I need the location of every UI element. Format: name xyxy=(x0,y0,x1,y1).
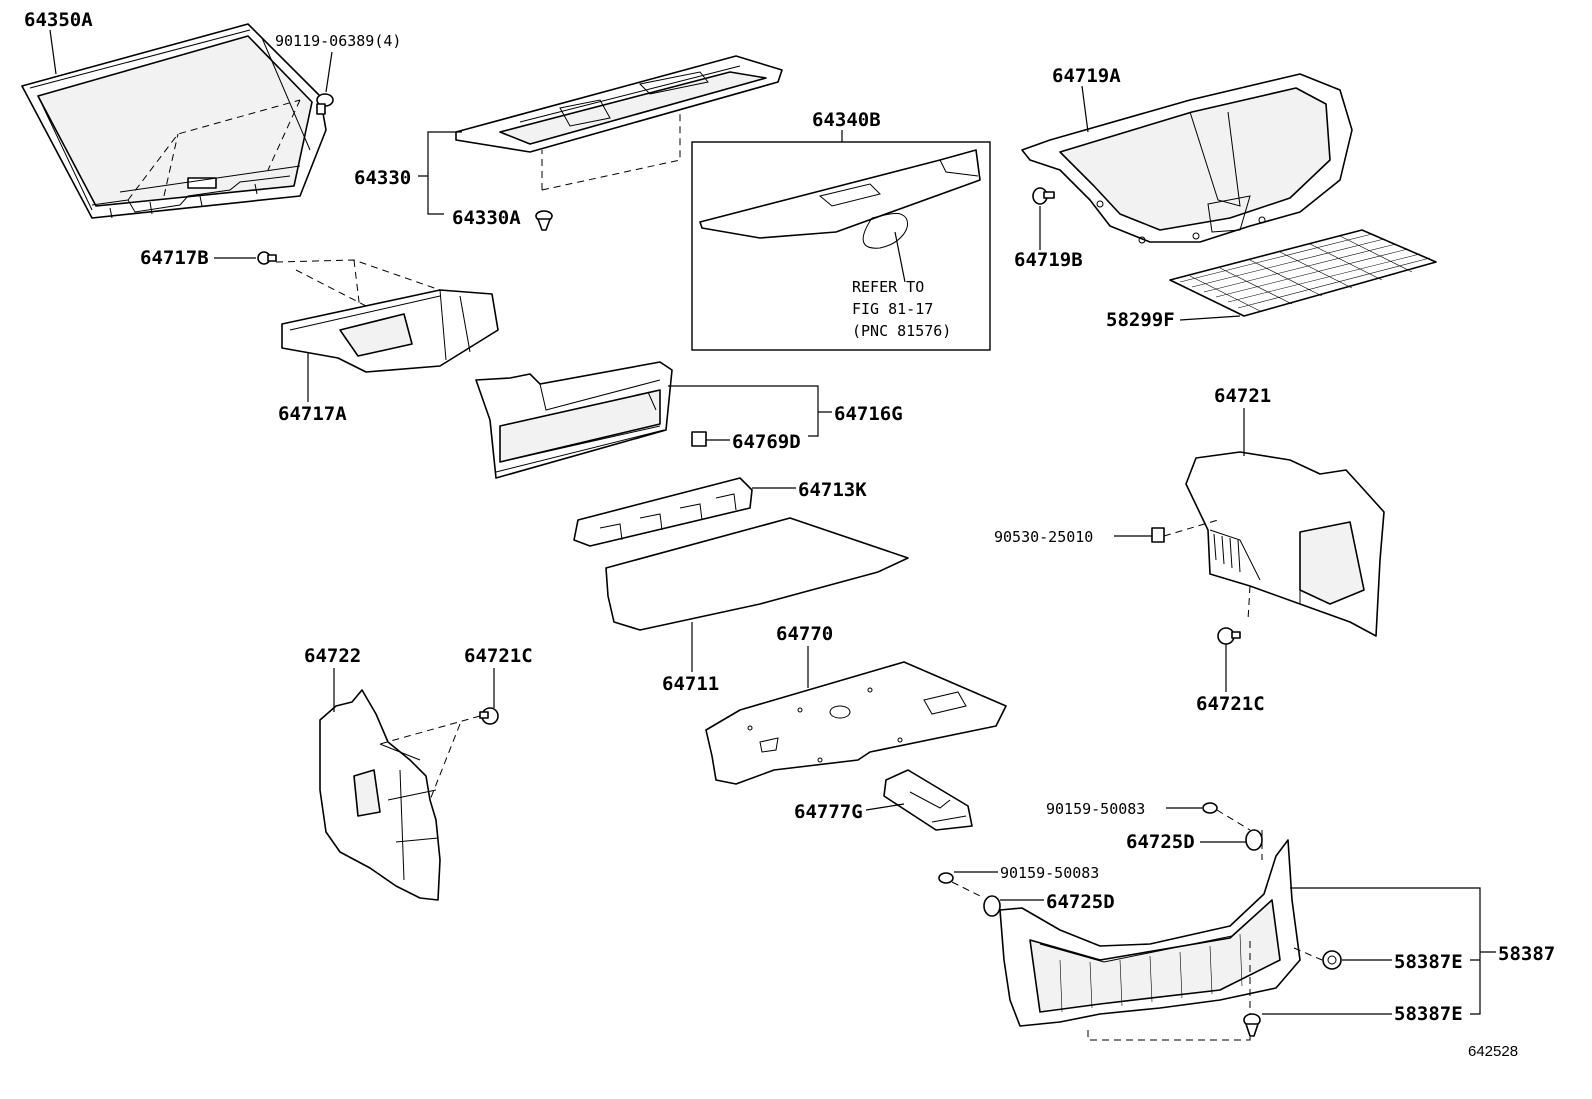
label-64769D[interactable]: 64769D xyxy=(732,431,801,453)
clip-64721C-right[interactable] xyxy=(1217,627,1241,645)
label-64330A[interactable]: 64330A xyxy=(452,207,521,229)
clip-64725D-b[interactable] xyxy=(983,895,1001,917)
label-64725D-b[interactable]: 64725D xyxy=(1046,891,1115,913)
label-64719B[interactable]: 64719B xyxy=(1014,249,1083,271)
part-64777G-tool-box[interactable] xyxy=(883,769,973,831)
label-90119-06389[interactable]: 90119-06389(4) xyxy=(275,32,401,50)
leader xyxy=(325,51,333,93)
label-64777G[interactable]: 64777G xyxy=(794,801,863,823)
label-90530-25010[interactable]: 90530-25010 xyxy=(994,528,1093,546)
part-58299F-cargo-net[interactable] xyxy=(1169,229,1437,317)
part-64350A-tray-frame[interactable] xyxy=(21,23,327,219)
label-58299F[interactable]: 58299F xyxy=(1106,309,1175,331)
hidden-line xyxy=(541,110,681,191)
label-90159-50083-b[interactable]: 90159-50083 xyxy=(1000,864,1099,882)
hidden-line xyxy=(379,715,481,801)
label-64722[interactable]: 64722 xyxy=(304,645,361,667)
reference-box xyxy=(691,141,991,351)
clip-64719B[interactable] xyxy=(1032,187,1055,205)
leader xyxy=(1081,85,1089,133)
part-64770-floor-board[interactable] xyxy=(705,661,1007,785)
leader xyxy=(49,29,57,75)
leader xyxy=(865,803,905,811)
hidden-line xyxy=(951,881,985,899)
part-64330-upper-panel[interactable] xyxy=(455,55,783,153)
label-64350A[interactable]: 64350A xyxy=(24,9,93,31)
part-64717A-side-trim[interactable] xyxy=(281,289,499,373)
part-64721-right-side-trim[interactable] xyxy=(1185,451,1385,637)
part-64719A-lid-trim[interactable] xyxy=(1021,73,1353,244)
wire-harness xyxy=(862,212,908,249)
clip-64330A[interactable] xyxy=(535,210,553,231)
clip-90530-25010[interactable] xyxy=(1151,527,1165,543)
hidden-line xyxy=(1163,519,1251,621)
clip-64725D-a[interactable] xyxy=(1245,829,1263,851)
label-64711[interactable]: 64711 xyxy=(662,673,719,695)
label-58387E-b[interactable]: 58387E xyxy=(1394,1003,1463,1025)
bracket xyxy=(1290,887,1496,1015)
label-58387[interactable]: 58387 xyxy=(1498,943,1555,965)
clip-64769D[interactable] xyxy=(691,431,707,447)
hidden-line xyxy=(1293,947,1323,961)
label-64330[interactable]: 64330 xyxy=(354,167,411,189)
label-64721C-right[interactable]: 64721C xyxy=(1196,693,1265,715)
part-64722-left-side-trim[interactable] xyxy=(319,689,441,901)
refer-note-line2: FIG 81-17 xyxy=(852,300,933,318)
label-64713K[interactable]: 64713K xyxy=(798,479,867,501)
part-64711-trunk-mat[interactable] xyxy=(605,517,909,631)
part-64713K-reinforcement[interactable] xyxy=(573,477,753,547)
screw-64717B[interactable] xyxy=(257,251,277,265)
label-64770[interactable]: 64770 xyxy=(776,623,833,645)
clip-58387E-a[interactable] xyxy=(1322,950,1342,970)
bracket xyxy=(668,385,832,437)
screw-90159-b[interactable] xyxy=(938,872,954,884)
label-64717B[interactable]: 64717B xyxy=(140,247,209,269)
screw-90159-a[interactable] xyxy=(1202,802,1218,814)
part-64340B-trim-panel[interactable] xyxy=(699,149,981,239)
label-64719A[interactable]: 64719A xyxy=(1052,65,1121,87)
clip-64721C-left[interactable] xyxy=(479,707,499,725)
part-64716G-rear-panel[interactable] xyxy=(475,361,673,479)
hidden-line xyxy=(127,99,301,201)
label-64716G[interactable]: 64716G xyxy=(834,403,903,425)
label-58387E-a[interactable]: 58387E xyxy=(1394,951,1463,973)
refer-note-line1: REFER TO xyxy=(852,278,924,296)
label-90159-50083-a[interactable]: 90159-50083 xyxy=(1046,800,1145,818)
leader xyxy=(1179,315,1241,321)
label-64725D-a[interactable]: 64725D xyxy=(1126,831,1195,853)
part-58387-rear-sill-trim[interactable] xyxy=(999,839,1301,1027)
refer-note-line3: (PNC 81576) xyxy=(852,322,951,340)
label-64340B[interactable]: 64340B xyxy=(812,109,881,131)
leader xyxy=(894,231,906,283)
clip-58387E-b[interactable] xyxy=(1243,1013,1261,1037)
diagram-id: 642528 xyxy=(1468,1043,1518,1060)
label-64717A[interactable]: 64717A xyxy=(278,403,347,425)
label-64721[interactable]: 64721 xyxy=(1214,385,1271,407)
screw-90119[interactable] xyxy=(316,93,334,115)
hidden-line xyxy=(1216,809,1251,831)
bracket xyxy=(418,131,462,215)
hidden-line xyxy=(275,259,441,311)
label-64721C-left[interactable]: 64721C xyxy=(464,645,533,667)
